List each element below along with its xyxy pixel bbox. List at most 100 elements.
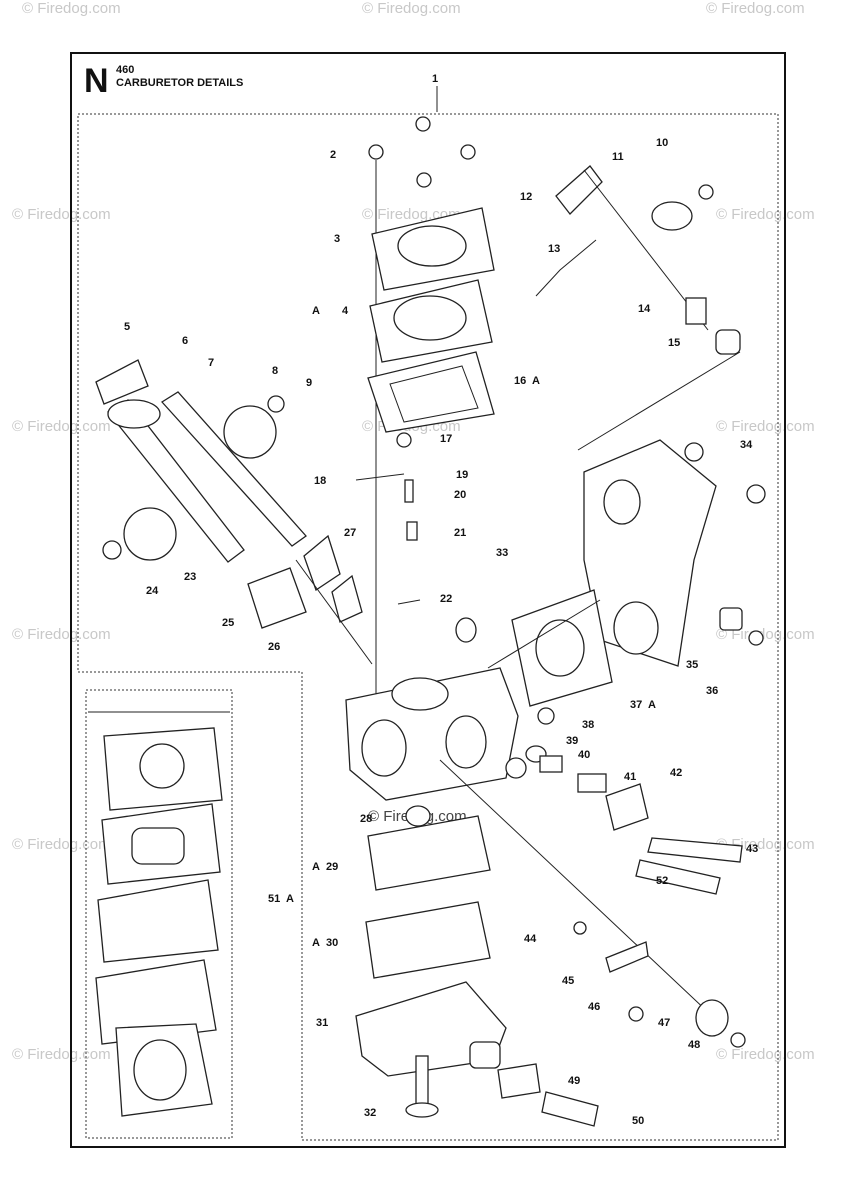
lever-ring [695,999,729,1037]
screw-icon [368,144,384,160]
leader-line [295,559,373,665]
callout-40: 40 [578,749,590,761]
filter-cap [455,617,477,643]
screw-icon [628,1006,644,1022]
leader-line [439,759,711,1015]
callout-51: 51 [268,893,280,905]
pin [355,473,405,481]
callout-19: 19 [456,469,468,481]
leader-line [577,351,741,451]
callout-4-ref: A [312,305,320,317]
callout-labels: 1 2 3 4 A 5 6 7 8 9 10 11 12 13 14 15 16… [124,73,758,1127]
callout-39: 39 [566,735,578,747]
callout-29-ref: A [312,861,320,873]
screw-icon [684,442,704,462]
callout-5: 5 [124,321,130,333]
callout-2: 2 [330,149,336,161]
inlet-fitting [469,1041,501,1069]
adjustment-needle [635,859,721,895]
kit-pump-gasket [97,879,219,963]
callout-12: 12 [520,191,532,203]
callout-7: 7 [208,357,214,369]
watermark: © Firedog.com [716,206,815,223]
choke-lever [95,359,149,405]
watermark: © Firedog.com [362,0,461,17]
callout-16: 16 [514,375,526,387]
callout-35: 35 [686,659,698,671]
pump-gasket [367,815,491,891]
callout-13: 13 [548,243,560,255]
callout-52: 52 [656,875,668,887]
gasket-opening [389,365,479,423]
screw-icon [460,144,476,160]
screw-icon [746,484,766,504]
callout-46: 46 [588,1001,600,1013]
screw-icon [102,540,122,560]
callout-30: 30 [326,937,338,949]
metering-chamber [391,677,449,711]
bushing [715,329,741,355]
callout-29: 29 [326,861,338,873]
venturi [361,719,407,777]
screw-icon [396,432,412,448]
screw-shank [415,1055,429,1107]
callout-3: 3 [334,233,340,245]
section-letter: N [84,62,109,100]
spring [685,297,707,325]
callout-23: 23 [184,571,196,583]
fuel-filter [541,1091,599,1127]
callout-32: 32 [364,1107,376,1119]
diagram-frame [70,52,786,1148]
watermark: © Firedog.com [12,418,111,435]
gasket-opening [535,619,585,677]
fuel-screen [405,805,431,827]
choke-shaft [160,391,307,547]
callout-15: 15 [668,337,680,349]
spring [577,773,607,793]
callout-6: 6 [182,335,188,347]
callout-41: 41 [624,771,636,783]
washer [573,921,587,935]
callout-42: 42 [670,767,682,779]
callout-30-ref: A [312,937,320,949]
torsion-spring [331,574,363,623]
callout-16-ref: A [532,375,540,387]
callout-44: 44 [524,933,537,945]
callout-25: 25 [222,617,234,629]
callout-14: 14 [638,303,651,315]
callout-9: 9 [306,377,312,389]
flange-hole [613,601,659,655]
callout-45: 45 [562,975,574,987]
washer [748,630,764,646]
callout-51-ref: A [286,893,294,905]
callout-24: 24 [146,585,159,597]
needle-valve [404,479,414,503]
watermark: © Firedog.com [716,418,815,435]
callout-49: 49 [568,1075,580,1087]
watermark: © Firedog.com [716,1046,815,1063]
flange-hole [603,479,641,525]
callout-37: 37 [630,699,642,711]
callout-36: 36 [706,685,718,697]
callout-50: 50 [632,1115,644,1127]
callout-48: 48 [688,1039,700,1051]
kit-pump-diaphragm [95,959,217,1045]
choke-valve-disc [223,405,277,459]
callout-1: 1 [432,73,438,85]
watermark: © Firedog.com [12,1046,111,1063]
valve-disc [651,201,693,231]
limiter-cap [605,783,649,831]
pump-diaphragm [365,901,491,979]
callout-34: 34 [740,439,753,451]
callout-4: 4 [342,305,349,317]
cap [505,757,527,779]
screw-head [405,1102,439,1118]
callout-18: 18 [314,475,326,487]
callout-20: 20 [454,489,466,501]
screw-icon [698,184,714,200]
assembly-boundary [77,113,779,1141]
screw-icon [730,1032,746,1048]
section-title: CARBURETOR DETAILS [116,77,244,89]
callout-43: 43 [746,843,758,855]
